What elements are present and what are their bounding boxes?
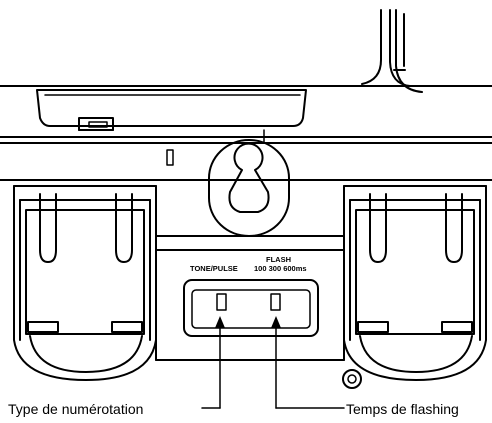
screw-icon bbox=[342, 369, 362, 389]
handset-tray bbox=[36, 89, 307, 131]
tone-pulse-label: TONE/PULSE bbox=[190, 264, 238, 273]
callout-lines bbox=[201, 321, 345, 409]
indicator-slot bbox=[166, 149, 174, 166]
callout-arrows bbox=[215, 316, 281, 328]
flash-label: FLASH bbox=[266, 255, 291, 264]
flash-time-callout: Temps de flashing bbox=[346, 401, 459, 417]
base-body-outline bbox=[0, 85, 492, 181]
wall-mount-keyhole bbox=[208, 139, 290, 237]
right-compartment bbox=[343, 185, 487, 381]
handset-stand bbox=[361, 9, 423, 93]
flash-switch[interactable] bbox=[270, 293, 281, 311]
flash-values-label: 100 300 600ms bbox=[254, 264, 307, 273]
tone-pulse-switch[interactable] bbox=[216, 293, 227, 311]
dial-type-callout: Type de numérotation bbox=[8, 401, 144, 417]
switch-panel bbox=[155, 235, 345, 361]
left-compartment bbox=[13, 185, 157, 381]
